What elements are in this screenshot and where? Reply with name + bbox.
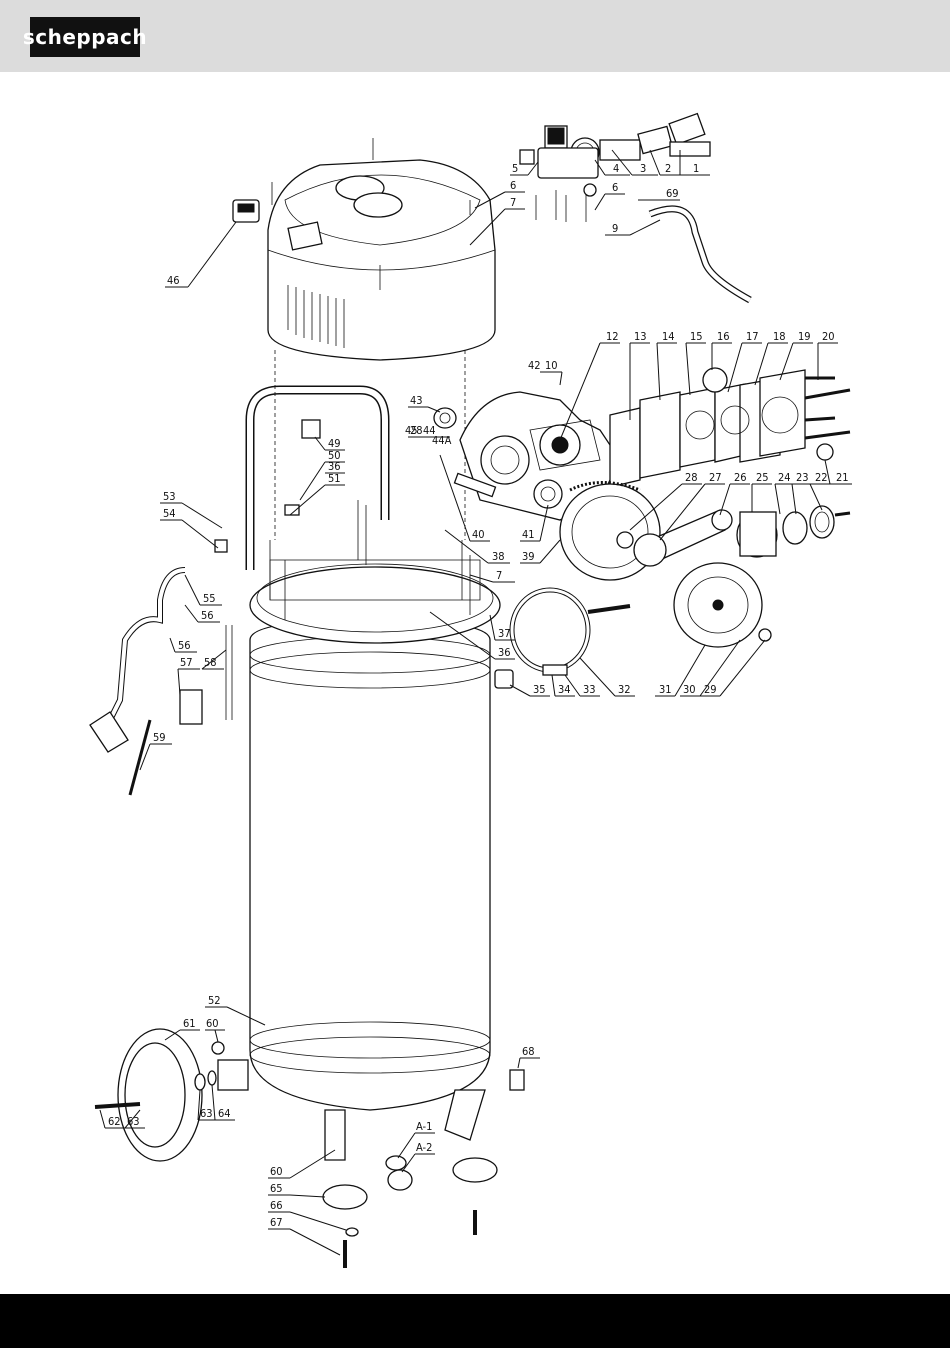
callout-3: 3 [640, 162, 646, 175]
callout-46: 46 [167, 274, 180, 287]
callout-44A: 44A [432, 434, 452, 447]
callout-6-regulator: 6 [612, 181, 618, 194]
callout-56-lower: 56 [178, 639, 191, 652]
callout-45-visible: 45 [405, 424, 418, 437]
callout-20: 20 [822, 330, 835, 343]
callout-53: 53 [163, 490, 176, 503]
callout-52: 52 [208, 994, 221, 1007]
callout-26: 26 [734, 471, 747, 484]
callout-A-2: A-2 [416, 1141, 432, 1154]
callout-58: 58 [204, 656, 217, 669]
callout-7-cover: 7 [510, 196, 516, 209]
callout-32: 32 [618, 683, 631, 696]
callout-60-wheel: 60 [206, 1017, 219, 1030]
callout-16: 16 [717, 330, 730, 343]
header-bar: scheppach [0, 0, 950, 72]
callout-6-cover: 6 [510, 179, 516, 192]
callout-62: 62 [108, 1115, 121, 1128]
callout-57: 57 [180, 656, 193, 669]
callout-54: 54 [163, 507, 176, 520]
callout-67: 67 [270, 1216, 283, 1229]
callout-37: 37 [498, 627, 511, 640]
footer-bar [0, 1294, 950, 1348]
callout-5: 5 [512, 162, 518, 175]
callout-35: 35 [533, 683, 546, 696]
callout-64: 64 [218, 1107, 231, 1120]
callout-63-wheel: 63 [127, 1115, 140, 1128]
callout-39: 39 [522, 550, 535, 563]
callout-50: 50 [328, 449, 341, 462]
callout-42: 42 [528, 359, 541, 372]
exploded-parts-diagram: 1 2 3 4 5 6 6 7 7 9 10 12 13 14 15 16 17… [0, 72, 950, 1294]
callout-41: 41 [522, 528, 535, 541]
callout-38: 38 [492, 550, 505, 563]
callout-28-lower: 28 [685, 471, 698, 484]
drawing [90, 114, 850, 1268]
callout-40: 40 [472, 528, 485, 541]
callout-24: 24 [778, 471, 791, 484]
callout-61: 61 [183, 1017, 196, 1030]
callout-14: 14 [662, 330, 675, 343]
callout-A-1: A-1 [416, 1120, 432, 1133]
callout-4: 4 [613, 162, 619, 175]
air-tank [250, 620, 490, 1110]
callout-34: 34 [558, 683, 571, 696]
callout-1: 1 [693, 162, 699, 175]
callout-9: 9 [612, 222, 618, 235]
callout-25: 25 [756, 471, 769, 484]
callout-51: 51 [328, 472, 341, 485]
callout-69: 69 [666, 187, 679, 200]
callout-29: 29 [704, 683, 717, 696]
callout-15: 15 [690, 330, 703, 343]
callout-30: 30 [683, 683, 696, 696]
callout-65: 65 [270, 1182, 283, 1195]
callout-33: 33 [583, 683, 596, 696]
callout-7-platform: 7 [496, 569, 502, 582]
callout-66: 66 [270, 1199, 283, 1212]
scheppach-logo: scheppach [30, 17, 140, 57]
callout-59: 59 [153, 731, 166, 744]
callout-27: 27 [709, 471, 722, 484]
callout-22: 22 [815, 471, 828, 484]
callout-10: 10 [545, 359, 558, 372]
callout-12: 12 [606, 330, 619, 343]
callout-18: 18 [773, 330, 786, 343]
callout-17: 17 [746, 330, 759, 343]
callout-55: 55 [203, 592, 216, 605]
callout-36-lower: 36 [498, 646, 511, 659]
callout-21: 21 [836, 471, 849, 484]
callout-23: 23 [796, 471, 809, 484]
callout-43: 43 [410, 394, 423, 407]
callout-56-upper: 56 [201, 609, 214, 622]
callout-19: 19 [798, 330, 811, 343]
callout-60-foot: 60 [270, 1165, 283, 1178]
callout-68: 68 [522, 1045, 535, 1058]
callout-2: 2 [665, 162, 671, 175]
callout-63-axle: 63 [200, 1107, 213, 1120]
callout-31: 31 [659, 683, 672, 696]
callout-13: 13 [634, 330, 647, 343]
